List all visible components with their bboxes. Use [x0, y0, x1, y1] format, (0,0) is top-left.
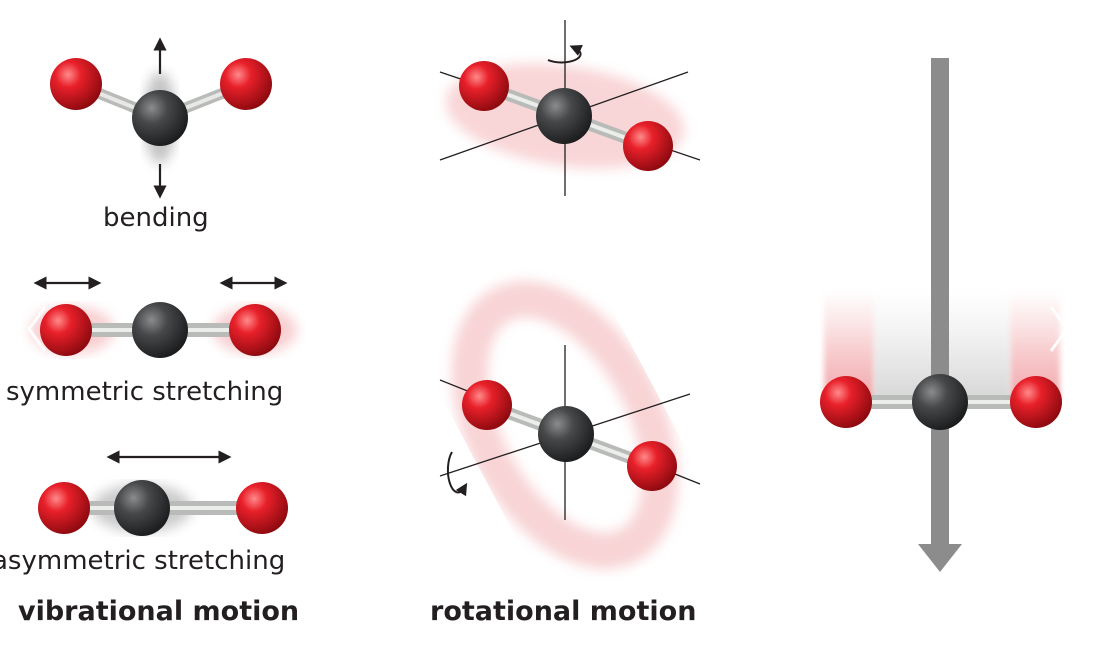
direction-arrow-shaft	[931, 58, 949, 548]
oxygen-atom	[627, 441, 677, 491]
oxygen-atom	[38, 482, 90, 534]
next-button[interactable]	[1042, 294, 1076, 364]
symmetric-stretching-molecule	[30, 276, 297, 358]
carbon-atom	[132, 90, 188, 146]
rotation-arrow-icon	[446, 451, 468, 497]
translational-motion-molecule	[820, 58, 1062, 572]
asymmetric-stretching-molecule	[38, 450, 288, 536]
rotational-motion-heading: rotational motion	[430, 596, 697, 627]
asymmetric-stretching-label: asymmetric stretching	[0, 546, 286, 576]
chevron-left-icon	[27, 306, 47, 352]
oxygen-atom	[462, 380, 512, 430]
symmetric-stretching-label: symmetric stretching	[6, 377, 284, 407]
carbon-atom	[912, 374, 968, 430]
previous-button[interactable]	[20, 294, 54, 364]
carbon-atom	[132, 302, 188, 358]
oxygen-atom	[820, 376, 872, 428]
motion-trail	[451, 281, 679, 569]
oxygen-atom	[1010, 376, 1062, 428]
rotation-arrow-icon	[547, 44, 583, 64]
bending-molecule	[50, 37, 272, 199]
oxygen-atom	[50, 58, 102, 110]
vibrational-motion-heading: vibrational motion	[18, 596, 300, 627]
oxygen-atom	[236, 482, 288, 534]
rotation-horizontal-axis-molecule	[439, 281, 701, 569]
oxygen-atom	[623, 121, 673, 171]
oxygen-atom	[40, 304, 92, 356]
oxygen-atom	[229, 304, 281, 356]
carbon-atom	[536, 88, 592, 144]
oxygen-atom	[220, 58, 272, 110]
rotation-vertical-axis-molecule	[439, 20, 701, 196]
down-arrow-icon	[918, 544, 962, 572]
chevron-right-icon	[1049, 306, 1069, 352]
carbon-atom	[114, 480, 170, 536]
carbon-atom	[538, 406, 594, 462]
oxygen-atom	[459, 61, 509, 111]
bending-label: bending	[103, 203, 209, 233]
